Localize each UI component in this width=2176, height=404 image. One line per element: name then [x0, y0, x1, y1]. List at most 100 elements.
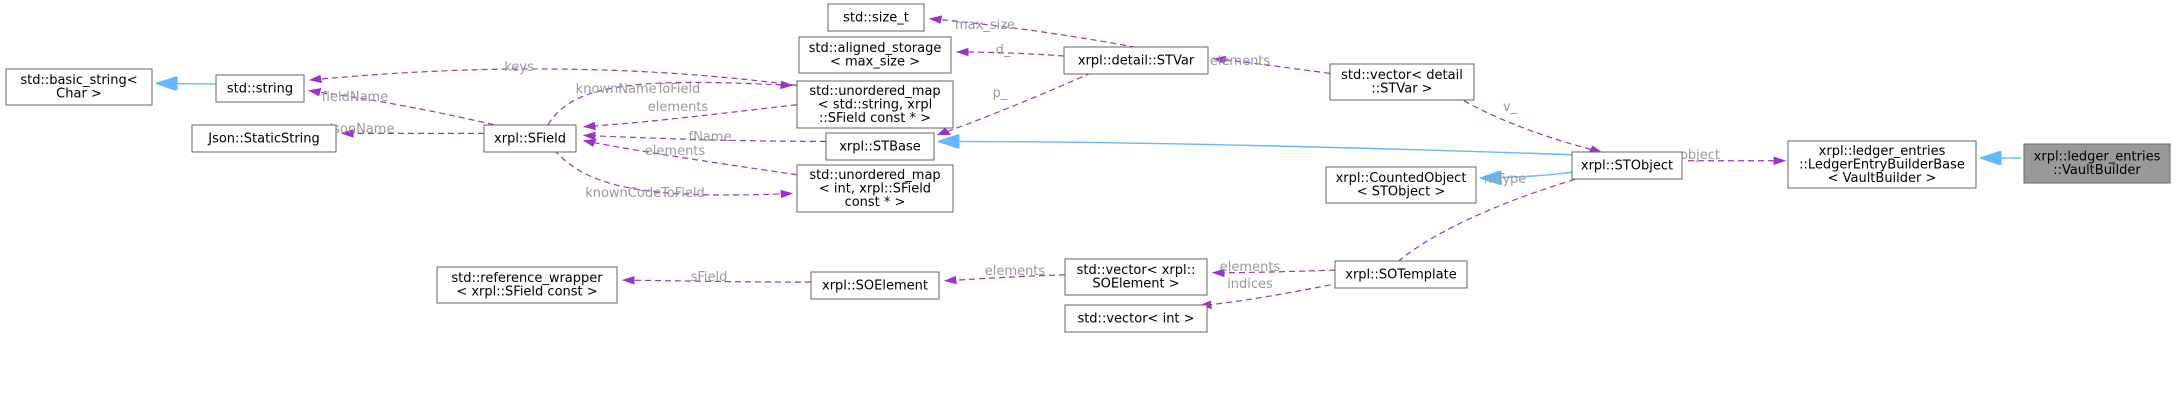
node-box	[1064, 258, 1208, 296]
node-box	[1334, 260, 1468, 289]
edge-line	[1398, 168, 1612, 261]
node-box	[191, 124, 337, 153]
node-box	[796, 164, 954, 213]
node-vector-int[interactable]: std::vector< int >	[1064, 304, 1208, 333]
node-umap-string[interactable]: std::unordered_map< std::string, xrpl::S…	[796, 80, 954, 129]
node-label-line: xrpl::SField	[494, 131, 566, 146]
node-label-line: const * >	[845, 195, 906, 210]
edge-label: object	[1680, 148, 1720, 163]
edge-label: indices	[1227, 277, 1273, 292]
node-label-line: < std::string, xrpl	[818, 97, 932, 112]
node-basic-string[interactable]: std::basic_string<Char >	[5, 68, 153, 106]
node-box	[1571, 151, 1683, 180]
edge-line	[308, 69, 797, 85]
edge-stbase-to-stobject	[940, 141, 1572, 154]
edge-line	[928, 15, 1136, 48]
node-box	[798, 36, 952, 74]
node-reference-wrapper[interactable]: std::reference_wrapper< xrpl::SField con…	[436, 266, 618, 304]
node-label-line: xrpl::SOTemplate	[1345, 267, 1456, 282]
node-label-line: ::LedgerEntryBuilderBase	[1799, 157, 1965, 172]
edge-label: elements	[645, 144, 706, 159]
node-label-line: ::STVar >	[1371, 82, 1432, 97]
node-label-line: < int, xrpl::SField	[819, 181, 931, 196]
edge-label: elements	[985, 264, 1046, 279]
node-label-line: xrpl::SOElement	[822, 278, 928, 293]
node-soelement[interactable]: xrpl::SOElement	[810, 271, 940, 300]
node-label-line: std::basic_string<	[20, 73, 137, 88]
node-label-line: xrpl::detail::STVar	[1078, 53, 1195, 68]
node-label-line: std::reference_wrapper	[451, 271, 603, 286]
edge-line	[582, 139, 797, 175]
node-vector-soelement[interactable]: std::vector< xrpl::SOElement >	[1064, 258, 1208, 296]
node-stvar[interactable]: xrpl::detail::STVar	[1063, 46, 1209, 75]
node-label-line: < max_size >	[830, 55, 920, 70]
node-label-line: < STObject >	[1357, 185, 1446, 200]
node-label-line: xrpl::CountedObject	[1336, 171, 1467, 186]
edge-stvar-to-vector-stvar	[1212, 56, 1330, 74]
edge-line	[940, 141, 1572, 154]
edge-label: elements	[1210, 54, 1271, 69]
node-stobject[interactable]: xrpl::STObject	[1571, 151, 1683, 180]
node-ledger-entry-builder-base[interactable]: xrpl::ledger_entries::LedgerEntryBuilder…	[1787, 140, 1977, 189]
edge-label: fieldName	[322, 90, 388, 105]
edge-vector-soelement-to-sotemplate	[1211, 269, 1335, 277]
edge-line	[937, 65, 1110, 135]
edge-stbase-to-stvar	[937, 65, 1110, 135]
node-box	[1325, 166, 1477, 204]
edge-label: v_	[1503, 100, 1518, 115]
edge-line	[621, 276, 811, 284]
edge-reference-wrapper-to-soelement	[621, 276, 811, 284]
edge-sfield-to-umap-string	[548, 81, 794, 124]
edge-soelement-to-vector-soelement	[943, 275, 1065, 284]
edge-basic-string-to-std-string	[158, 83, 216, 84]
node-sfield[interactable]: xrpl::SField	[483, 124, 577, 153]
edge-line	[307, 88, 494, 125]
node-sotemplate[interactable]: xrpl::SOTemplate	[1334, 260, 1468, 289]
node-box	[1064, 304, 1208, 333]
node-label-line: ::VaultBuilder	[2053, 163, 2141, 178]
node-label-line: xrpl::ledger_entries	[1819, 144, 1946, 159]
node-label-line: std::unordered_map	[809, 84, 940, 99]
edge-line	[548, 81, 794, 124]
edge-label: keys	[504, 60, 534, 75]
node-box	[5, 68, 153, 106]
node-size-t[interactable]: std::size_t	[827, 3, 925, 32]
node-label-line: std::size_t	[843, 10, 909, 25]
edge-line	[582, 132, 826, 141]
node-aligned-storage[interactable]: std::aligned_storage< max_size >	[798, 36, 952, 74]
edge-label: d_	[996, 43, 1011, 58]
node-box	[215, 74, 305, 103]
edge-sfield-to-stbase	[582, 132, 826, 141]
edge-line	[1211, 269, 1335, 277]
edge-label: knownNameToField	[576, 82, 701, 97]
node-label-line: xrpl::ledger_entries	[2034, 150, 2161, 165]
node-stbase[interactable]: xrpl::STBase	[825, 132, 935, 161]
node-box	[825, 132, 935, 161]
node-box	[1063, 46, 1209, 75]
edge-label: mType	[1484, 172, 1527, 187]
node-box	[1329, 63, 1475, 101]
node-json-static-string[interactable]: Json::StaticString	[191, 124, 337, 153]
edge-std-string-to-umap-string	[308, 69, 797, 85]
edge-aligned-storage-to-stvar	[955, 48, 1064, 56]
node-vault-builder[interactable]: xrpl::ledger_entries::VaultBuilder	[2023, 143, 2171, 184]
edge-line	[955, 48, 1064, 56]
edge-label: max_size	[955, 18, 1015, 33]
node-label-line: std::vector< xrpl::	[1077, 263, 1196, 278]
node-label-line: SOElement >	[1092, 277, 1179, 292]
node-label-line: xrpl::STObject	[1581, 158, 1673, 173]
edge-sfield-to-umap-int	[548, 142, 794, 198]
node-std-string[interactable]: std::string	[215, 74, 305, 103]
edge-line	[548, 142, 794, 198]
node-label-line: < xrpl::SField const >	[456, 285, 597, 300]
edge-label: elements	[1220, 260, 1281, 275]
node-box	[483, 124, 577, 153]
node-vector-stvar[interactable]: std::vector< detail::STVar >	[1329, 63, 1475, 101]
edge-size-t-to-stvar	[928, 15, 1136, 48]
node-counted-object[interactable]: xrpl::CountedObject< STObject >	[1325, 166, 1477, 204]
node-label-line: std::vector< int >	[1077, 311, 1194, 326]
nodes: xrpl::ledger_entries::VaultBuilderxrpl::…	[5, 3, 2171, 333]
edge-label: fName	[689, 130, 732, 145]
node-umap-int[interactable]: std::unordered_map< int, xrpl::SFieldcon…	[796, 164, 954, 213]
